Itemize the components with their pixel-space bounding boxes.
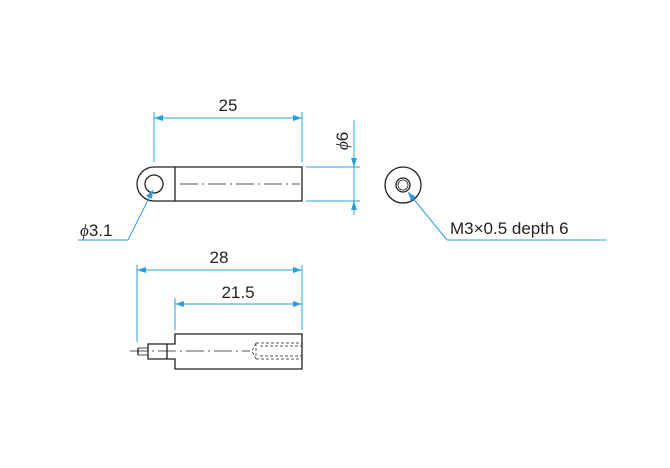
leader-phi31-arrow: [146, 190, 153, 199]
dim-phi6-arrow-bottom: [351, 201, 357, 210]
dim-25-arrow-right: [293, 115, 302, 121]
dim-28-arrow-left: [137, 267, 146, 273]
phi6-symbol: ϕ: [333, 141, 352, 150]
dim-215-arrow-right: [293, 301, 302, 307]
dim-28-label: 28: [210, 248, 229, 267]
end-view: M3×0.5 depth 6: [384, 166, 607, 241]
top-view-hole: [144, 174, 164, 194]
dim-phi6-arrow-top: [351, 158, 357, 167]
bottom-view: 28 21.5: [130, 248, 303, 370]
end-view-tap-drill-circle: [397, 179, 409, 191]
bottom-view-stub: [147, 343, 167, 360]
end-view-thread-circle: [395, 177, 411, 193]
dim-25-arrow-left: [154, 115, 163, 121]
top-view: 25 ϕ6 ϕ3.1: [78, 96, 360, 241]
phi31-value: 3.1: [89, 221, 113, 240]
end-view-outer-circle: [384, 166, 422, 204]
dim-215-arrow-left: [175, 301, 184, 307]
leader-thread-arrow: [408, 192, 416, 201]
phi6-value: 6: [333, 132, 352, 141]
hidden-thread-tip: [251, 342, 257, 360]
leader-phi31-diag: [127, 189, 154, 241]
leader-thread-diag: [407, 191, 448, 241]
bottom-view-body-outline: [166, 333, 303, 370]
dim-phi31-label: ϕ3.1: [80, 221, 112, 240]
thread-callout-label: M3×0.5 depth 6: [450, 219, 569, 238]
dim-phi6-label: ϕ6: [333, 132, 352, 150]
dim-215-label: 21.5: [221, 283, 254, 302]
top-view-body-outline: [136, 166, 303, 202]
dim-28-arrow-right: [293, 267, 302, 273]
dim-25-label: 25: [219, 96, 238, 115]
phi31-symbol: ϕ: [80, 221, 89, 240]
